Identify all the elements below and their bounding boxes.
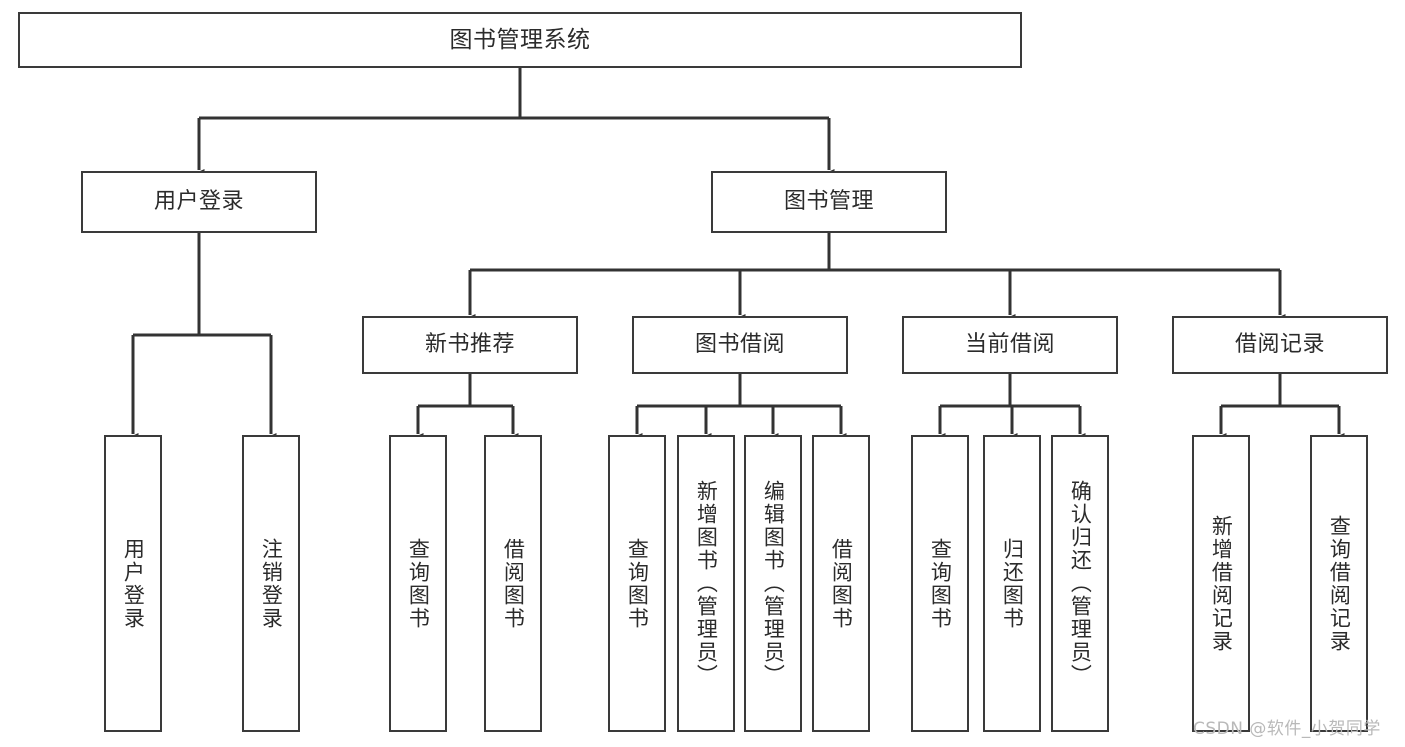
node-leaf-return-book[interactable]: 归还图书 <box>983 435 1041 732</box>
node-leaf-query-book-2[interactable]: 查询图书 <box>608 435 666 732</box>
node-current-borrow[interactable]: 当前借阅 <box>902 316 1118 374</box>
node-leaf-query-record[interactable]: 查询借阅记录 <box>1310 435 1368 732</box>
node-label: 图书管理 <box>783 189 874 215</box>
node-label: 当前借阅 <box>964 332 1055 358</box>
node-label: 图书借阅 <box>694 332 785 358</box>
node-leaf-add-record[interactable]: 新增借阅记录 <box>1192 435 1250 732</box>
node-leaf-borrow-book-2[interactable]: 借阅图书 <box>812 435 870 732</box>
node-label: 借阅图书 <box>501 537 526 630</box>
node-label: 图书管理系统 <box>449 26 591 53</box>
node-label: 新增图书（管理员） <box>694 480 719 687</box>
node-label: 用户登录 <box>121 537 146 630</box>
node-label: 用户登录 <box>153 189 244 215</box>
node-root[interactable]: 图书管理系统 <box>18 12 1022 68</box>
node-borrow-record[interactable]: 借阅记录 <box>1172 316 1388 374</box>
node-label: 查询图书 <box>625 537 650 630</box>
node-label: 注销登录 <box>259 537 284 630</box>
node-label: 查询图书 <box>928 537 953 630</box>
node-label: 新书推荐 <box>424 332 515 358</box>
node-new-book-recommend[interactable]: 新书推荐 <box>362 316 578 374</box>
csdn-watermark: CSDN @软件_小贺同学 <box>1193 719 1381 739</box>
node-leaf-edit-book[interactable]: 编辑图书（管理员） <box>744 435 802 732</box>
node-label: 归还图书 <box>1000 537 1025 630</box>
node-book-manage[interactable]: 图书管理 <box>711 171 947 233</box>
node-label: 编辑图书（管理员） <box>761 480 786 687</box>
node-label: 查询借阅记录 <box>1327 514 1352 653</box>
node-label: 新增借阅记录 <box>1209 514 1234 653</box>
node-book-borrow[interactable]: 图书借阅 <box>632 316 848 374</box>
node-leaf-query-book-3[interactable]: 查询图书 <box>911 435 969 732</box>
node-user-login[interactable]: 用户登录 <box>81 171 317 233</box>
node-leaf-user-login[interactable]: 用户登录 <box>104 435 162 732</box>
node-label: 查询图书 <box>406 537 431 630</box>
node-label: 借阅图书 <box>829 537 854 630</box>
node-label: 借阅记录 <box>1234 332 1325 358</box>
node-leaf-query-book-1[interactable]: 查询图书 <box>389 435 447 732</box>
node-leaf-logout[interactable]: 注销登录 <box>242 435 300 732</box>
node-label: 确认归还（管理员） <box>1068 480 1093 687</box>
node-leaf-borrow-book-1[interactable]: 借阅图书 <box>484 435 542 732</box>
node-leaf-confirm-return[interactable]: 确认归还（管理员） <box>1051 435 1109 732</box>
node-leaf-add-book[interactable]: 新增图书（管理员） <box>677 435 735 732</box>
